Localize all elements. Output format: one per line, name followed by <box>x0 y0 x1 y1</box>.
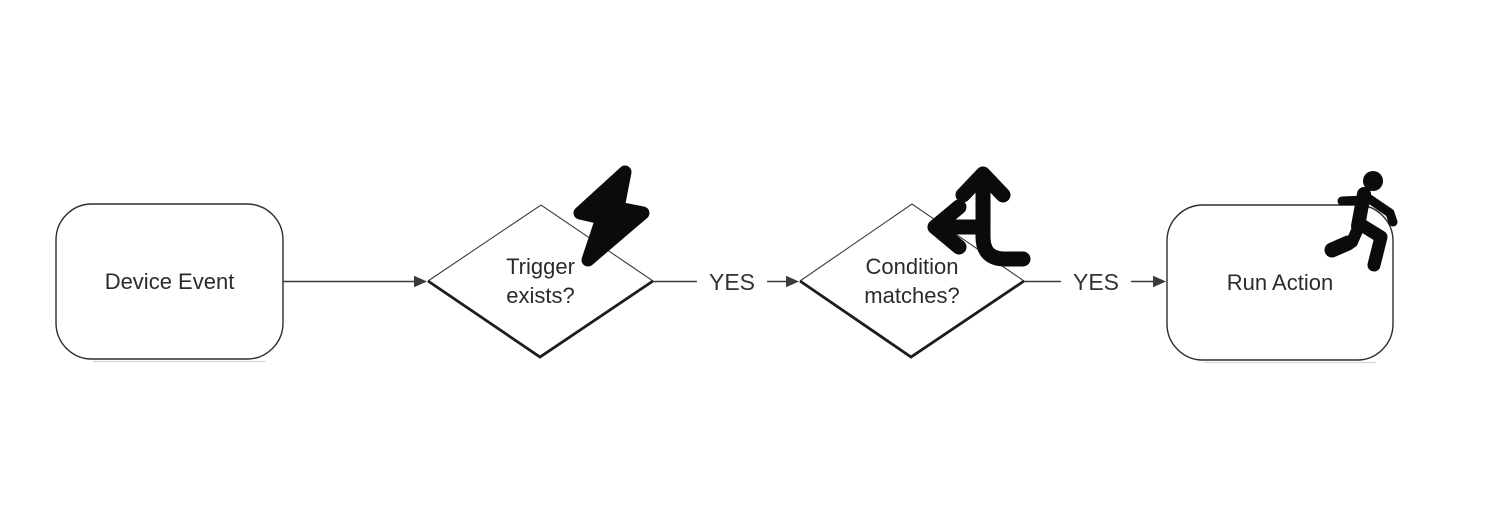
arrows-split-up-left-icon <box>927 166 1031 267</box>
edge-condition-to-run-action <box>1024 275 1166 288</box>
arrowhead-icon <box>1153 275 1166 288</box>
arrowhead-icon <box>786 275 799 288</box>
device-event-shape <box>55 203 284 360</box>
person-running-icon <box>1324 171 1398 272</box>
edge-device-event-to-trigger <box>283 275 427 288</box>
edge-trigger-to-condition <box>653 275 799 288</box>
lightning-bolt-icon <box>573 165 650 267</box>
arrowhead-icon <box>414 275 427 288</box>
device-event-node <box>55 203 284 363</box>
